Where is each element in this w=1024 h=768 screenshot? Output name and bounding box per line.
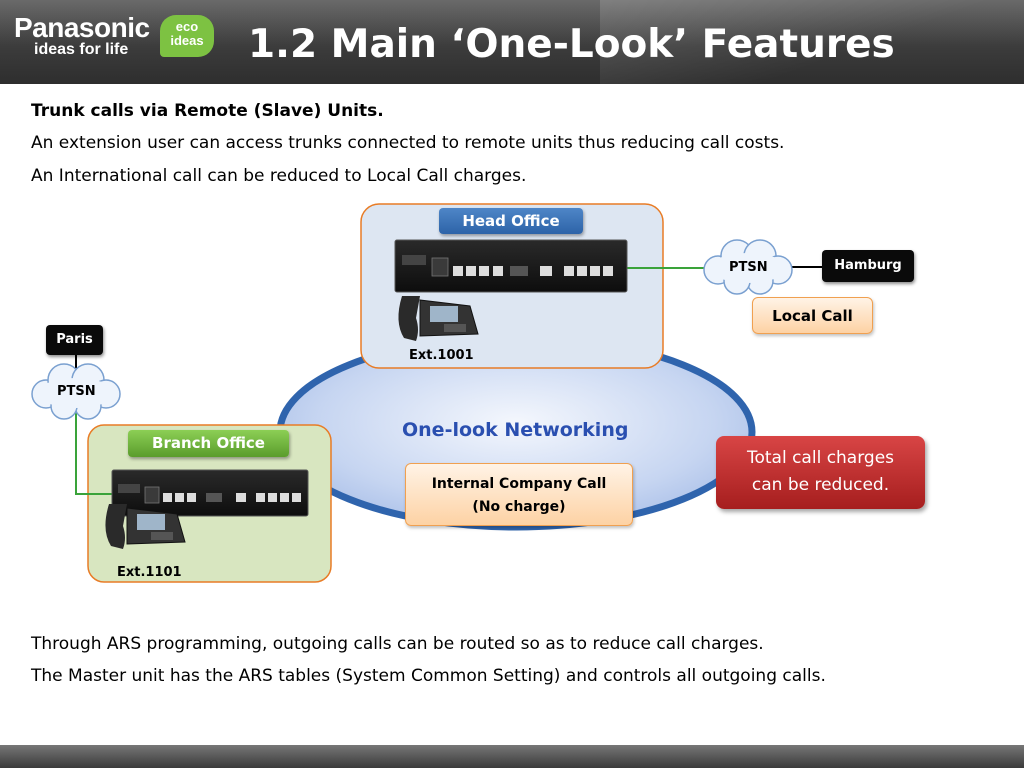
head-phone — [398, 296, 479, 341]
branch-phone — [105, 504, 186, 549]
head-office-label: Head Office — [439, 208, 583, 234]
internal-call-line1: Internal Company Call — [431, 476, 607, 492]
internal-call-line2: (No charge) — [472, 499, 566, 515]
header-shine — [600, 0, 1024, 84]
slide-title: 1.2 Main ‘One-Look’ Features — [248, 22, 895, 67]
outro-line2: The Master unit has the ARS tables (Syst… — [31, 666, 826, 686]
outro-line1: Through ARS programming, outgoing calls … — [31, 634, 764, 654]
branch-office-label: Branch Office — [128, 430, 289, 457]
eco-line2: ideas — [170, 33, 204, 48]
ptsn-right-label: PTSN — [729, 260, 768, 275]
branch-office-ext: Ext.1101 — [117, 565, 182, 580]
brand-tagline: ideas for life — [34, 41, 129, 58]
local-call-box: Local Call — [752, 297, 873, 334]
trunk-line-branch — [75, 410, 112, 495]
eco-ideas-badge: eco ideas — [160, 15, 214, 57]
paris-tag: Paris — [46, 325, 103, 355]
footer-bar — [0, 745, 1024, 768]
savings-note: Total call charges can be reduced. — [716, 436, 925, 509]
ptsn-cloud-left — [31, 363, 121, 420]
head-office-ext: Ext.1001 — [409, 348, 474, 363]
head-pbx-unit — [394, 239, 628, 293]
intro-line1: An extension user can access trunks conn… — [31, 133, 785, 153]
header-bar: Panasonic ideas for life eco ideas 1.2 M… — [0, 0, 1024, 84]
eco-line1: eco — [175, 19, 199, 34]
intro-heading: Trunk calls via Remote (Slave) Units. — [31, 101, 384, 121]
brand-logo: Panasonic — [14, 12, 150, 43]
branch-pbx-unit — [111, 469, 309, 517]
ptsn-cloud-right — [703, 239, 793, 295]
intro-line2: An International call can be reduced to … — [31, 166, 527, 186]
network-label: One-look Networking — [402, 419, 629, 441]
internal-call-box: Internal Company Call (No charge) — [405, 463, 633, 526]
ptsn-left-label: PTSN — [57, 384, 96, 399]
hamburg-tag: Hamburg — [822, 250, 914, 282]
